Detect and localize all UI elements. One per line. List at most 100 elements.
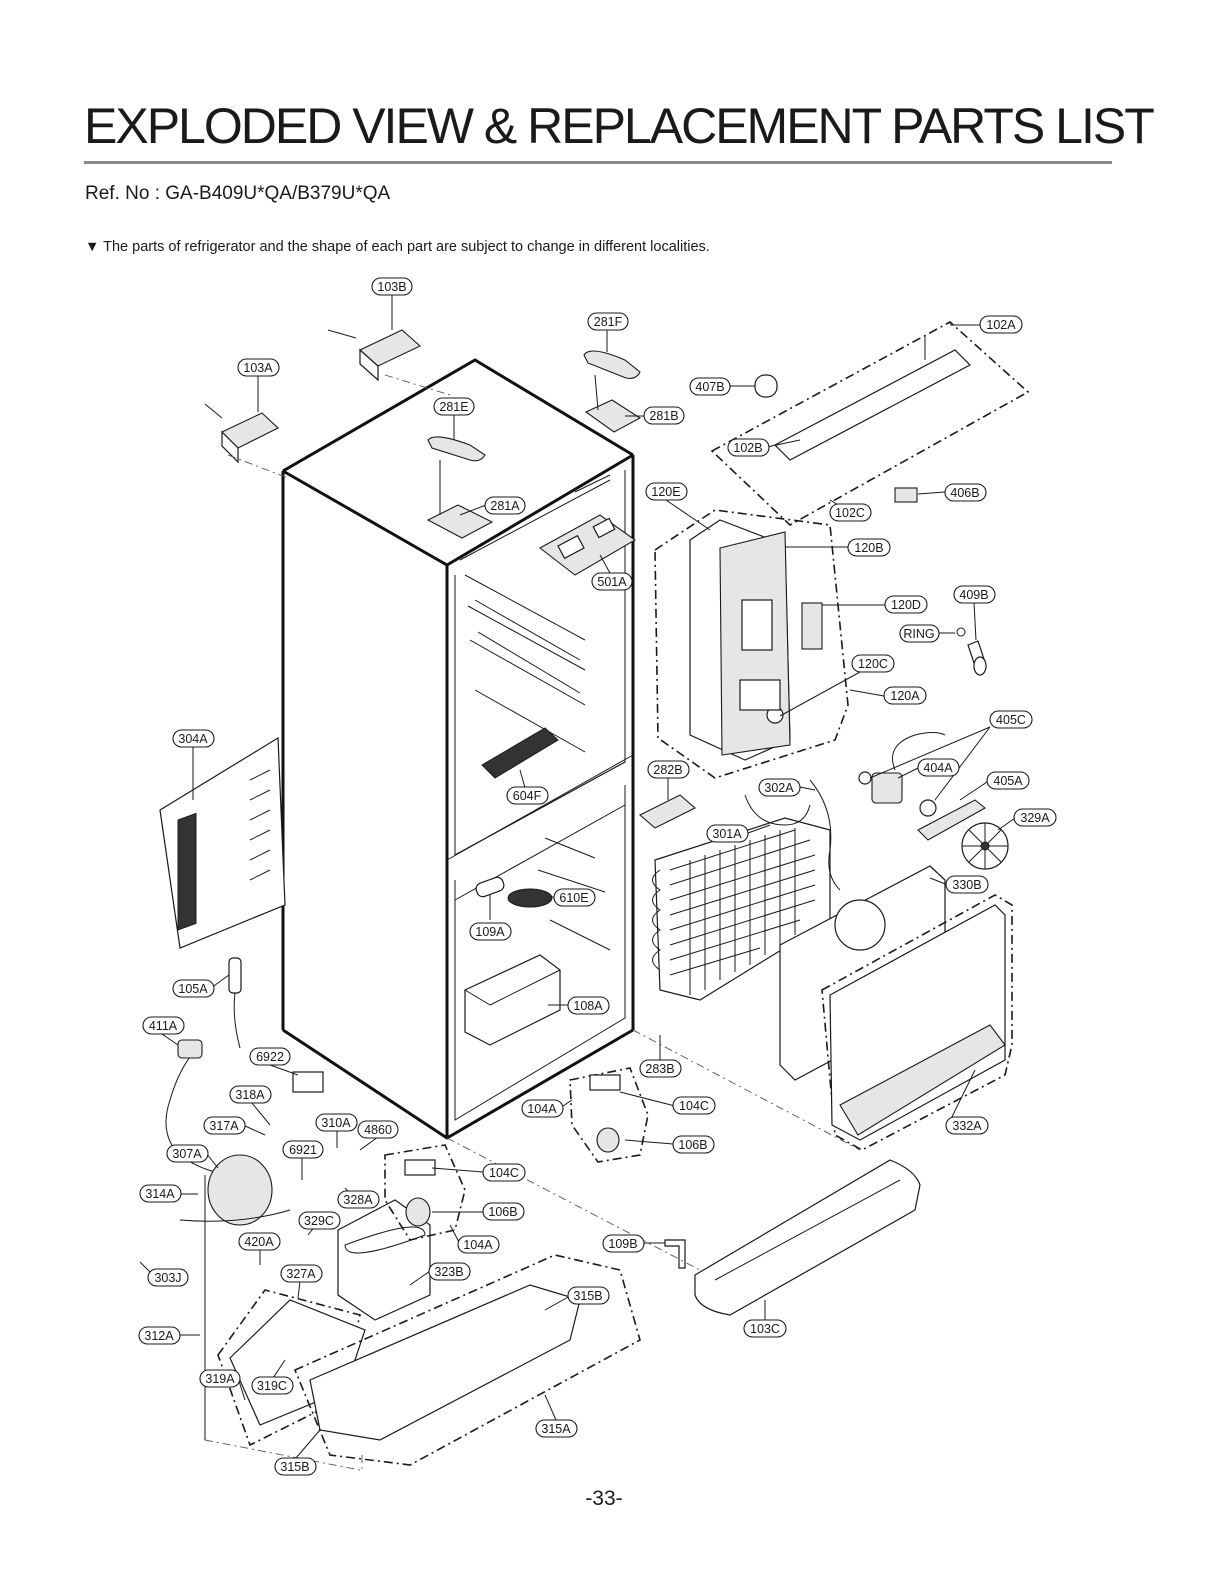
callout-302A: 302A bbox=[758, 778, 801, 797]
callout-4860: 4860 bbox=[357, 1120, 399, 1139]
callout-329C: 329C bbox=[298, 1211, 341, 1230]
svg-text:301A: 301A bbox=[712, 827, 742, 841]
svg-text:120E: 120E bbox=[651, 485, 680, 499]
title-divider bbox=[84, 161, 1112, 164]
power-cord-411A bbox=[165, 1039, 231, 1176]
svg-text:120D: 120D bbox=[891, 598, 921, 612]
callout-6921: 6921 bbox=[282, 1140, 324, 1159]
svg-text:315A: 315A bbox=[541, 1422, 571, 1436]
svg-text:307A: 307A bbox=[172, 1147, 202, 1161]
svg-text:329A: 329A bbox=[1020, 811, 1050, 825]
svg-text:406B: 406B bbox=[950, 486, 979, 500]
callout-407B: 407B bbox=[689, 377, 731, 396]
duct-604F bbox=[481, 727, 559, 779]
callout-109B: 109B bbox=[602, 1234, 645, 1253]
top-cover-102A bbox=[710, 321, 1030, 526]
bracket-405A bbox=[917, 799, 986, 841]
svg-text:120B: 120B bbox=[854, 541, 883, 555]
svg-text:103B: 103B bbox=[377, 280, 406, 294]
svg-text:318A: 318A bbox=[235, 1088, 265, 1102]
svg-text:108A: 108A bbox=[573, 999, 603, 1013]
rear-cover-332A bbox=[821, 894, 1013, 1151]
callout-604F: 604F bbox=[506, 786, 549, 805]
callouts: 103B 281F 102A 103A 407B 281E 281B 102B … bbox=[138, 277, 1057, 1476]
fan-duct-assembly-120A bbox=[654, 509, 849, 779]
page-title: EXPLODED VIEW & REPLACEMENT PARTS LIST bbox=[84, 98, 1155, 154]
svg-text:104A: 104A bbox=[463, 1238, 493, 1252]
svg-text:312A: 312A bbox=[144, 1329, 174, 1343]
callout-315A: 315A bbox=[535, 1419, 578, 1438]
callout-404A: 404A bbox=[917, 758, 960, 777]
callout-120A: 120A bbox=[883, 686, 927, 705]
box-108A bbox=[464, 954, 561, 1046]
callout-104A-lower: 104A bbox=[457, 1235, 500, 1254]
callout-405C: 405C bbox=[989, 710, 1033, 729]
callout-120D: 120D bbox=[884, 595, 928, 614]
callout-318A: 318A bbox=[229, 1085, 272, 1104]
callout-420A: 420A bbox=[238, 1232, 281, 1251]
lamp-406B bbox=[894, 487, 918, 503]
callout-301A: 301A bbox=[706, 824, 749, 843]
svg-text:319C: 319C bbox=[257, 1379, 287, 1393]
callout-315B-lower: 315B bbox=[274, 1457, 317, 1476]
svg-text:304A: 304A bbox=[178, 732, 208, 746]
svg-text:405C: 405C bbox=[996, 713, 1026, 727]
svg-text:317A: 317A bbox=[209, 1119, 239, 1133]
svg-text:109B: 109B bbox=[608, 1237, 637, 1251]
callout-120E: 120E bbox=[645, 482, 688, 501]
callout-RING: RING bbox=[899, 624, 940, 643]
callout-314A: 314A bbox=[139, 1184, 182, 1203]
fan-blade-329A bbox=[961, 822, 1009, 870]
svg-text:302A: 302A bbox=[764, 781, 794, 795]
svg-text:102B: 102B bbox=[733, 441, 762, 455]
condenser-323B bbox=[337, 1199, 431, 1321]
callout-319A: 319A bbox=[199, 1369, 241, 1388]
hinge-cover-281F bbox=[583, 350, 641, 379]
svg-text:105A: 105A bbox=[178, 982, 208, 996]
locality-note: ▼ The parts of refrigerator and the shap… bbox=[85, 239, 710, 255]
svg-text:332A: 332A bbox=[952, 1119, 982, 1133]
svg-text:315B: 315B bbox=[573, 1289, 602, 1303]
callout-108A: 108A bbox=[567, 996, 610, 1015]
leader-lines bbox=[139, 295, 1016, 1459]
callout-109A: 109A bbox=[469, 922, 512, 941]
callout-310A: 310A bbox=[315, 1113, 358, 1132]
callout-406B: 406B bbox=[944, 483, 987, 502]
svg-text:501A: 501A bbox=[597, 575, 627, 589]
callout-327A: 327A bbox=[280, 1264, 323, 1283]
compressor-307A bbox=[179, 1154, 291, 1440]
callout-104A: 104A bbox=[521, 1099, 564, 1118]
hinge-282B bbox=[639, 794, 696, 829]
reference-number: Ref. No : GA-B409U*QA/B379U*QA bbox=[85, 183, 391, 204]
svg-text:102A: 102A bbox=[986, 318, 1016, 332]
svg-text:323B: 323B bbox=[434, 1265, 463, 1279]
front-cover-103C bbox=[694, 1159, 921, 1316]
callout-6922: 6922 bbox=[249, 1047, 291, 1066]
callout-312A: 312A bbox=[138, 1326, 181, 1345]
svg-text:282B: 282B bbox=[653, 763, 682, 777]
callout-102B: 102B bbox=[727, 438, 770, 457]
svg-text:120C: 120C bbox=[858, 657, 888, 671]
hinge-281B bbox=[584, 374, 642, 433]
svg-text:6921: 6921 bbox=[289, 1143, 317, 1157]
cover-109A bbox=[475, 876, 505, 898]
sensor-610E bbox=[507, 888, 553, 908]
callout-501A: 501A bbox=[591, 572, 633, 591]
leg-assembly-104A bbox=[384, 1144, 466, 1241]
svg-text:103A: 103A bbox=[243, 361, 273, 375]
callout-332A: 332A bbox=[945, 1116, 989, 1135]
callout-104C-lower: 104C bbox=[482, 1163, 526, 1182]
svg-text:103C: 103C bbox=[750, 1322, 780, 1336]
svg-text:109A: 109A bbox=[475, 925, 505, 939]
callout-281A: 281A bbox=[484, 496, 526, 515]
svg-text:6922: 6922 bbox=[256, 1050, 284, 1064]
callout-315B: 315B bbox=[567, 1286, 610, 1305]
callout-411A: 411A bbox=[142, 1016, 185, 1035]
relay-6922 bbox=[292, 1071, 324, 1093]
handle-103B bbox=[327, 329, 421, 382]
callout-106B: 106B bbox=[672, 1135, 715, 1154]
key-109B bbox=[664, 1239, 686, 1269]
callout-409B: 409B bbox=[953, 585, 996, 604]
svg-text:407B: 407B bbox=[695, 380, 724, 394]
